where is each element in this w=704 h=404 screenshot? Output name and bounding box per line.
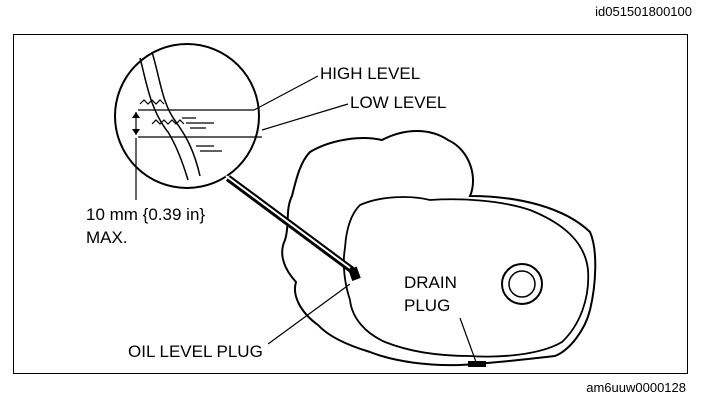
drain-plug-label-line2: PLUG: [404, 296, 451, 315]
high-level-leader: [253, 75, 319, 111]
transmission-case-outline: [281, 130, 597, 367]
drain-plug-leader: [459, 317, 477, 363]
dimension-label: 10 mm {0.39 in}: [86, 205, 206, 224]
max-label: MAX.: [86, 228, 128, 247]
oil-level-plug-leader: [267, 283, 351, 345]
high-level-label: HIGH LEVEL: [320, 64, 421, 83]
footer-code: am6uuw0000128: [586, 380, 686, 395]
drain-plug-label-line1: DRAIN: [404, 273, 457, 292]
detail-magnifier-circle: [114, 43, 260, 189]
output-shaft-outer: [501, 263, 543, 305]
output-shaft-inner: [508, 270, 536, 298]
low-level-label: LOW LEVEL: [350, 93, 447, 112]
diagram-frame: [13, 34, 688, 374]
low-level-leader: [261, 103, 349, 131]
oil-level-plug-label: OIL LEVEL PLUG: [128, 342, 263, 361]
drain-plug-marker: [468, 361, 486, 367]
transmission-inner-outline: [342, 196, 590, 358]
figure-id: id051501800100: [595, 4, 692, 19]
